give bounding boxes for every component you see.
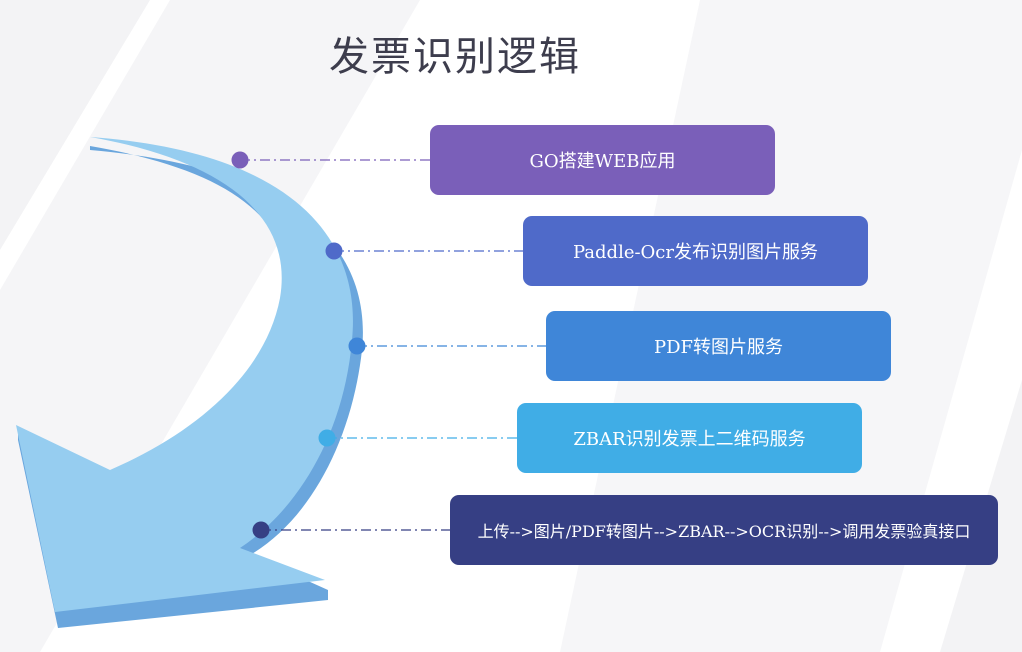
step-label-1: GO搭建WEB应用 xyxy=(529,151,676,172)
step-label-3: PDF转图片服务 xyxy=(653,337,784,358)
step-box-1: GO搭建WEB应用 xyxy=(430,125,775,195)
step-label-2: Paddle-Ocr发布识别图片服务 xyxy=(572,242,818,263)
dot-3 xyxy=(348,337,366,355)
step-box-2: Paddle-Ocr发布识别图片服务 xyxy=(523,216,868,286)
page-title: 发票识别逻辑 xyxy=(329,34,581,80)
dot-5 xyxy=(252,521,270,539)
arrow-face xyxy=(16,137,353,612)
step-box-4: ZBAR识别发票上二维码服务 xyxy=(517,403,862,473)
step-box-5: 上传-->图片/PDF转图片-->ZBAR-->OCR识别-->调用发票验真接口 xyxy=(450,495,998,565)
step-label-5: 上传-->图片/PDF转图片-->ZBAR-->OCR识别-->调用发票验真接口 xyxy=(477,522,971,541)
dot-1 xyxy=(231,151,249,169)
step-box-3: PDF转图片服务 xyxy=(546,311,891,381)
dot-4 xyxy=(318,429,336,447)
dot-2 xyxy=(325,242,343,260)
step-label-4: ZBAR识别发票上二维码服务 xyxy=(573,429,806,450)
